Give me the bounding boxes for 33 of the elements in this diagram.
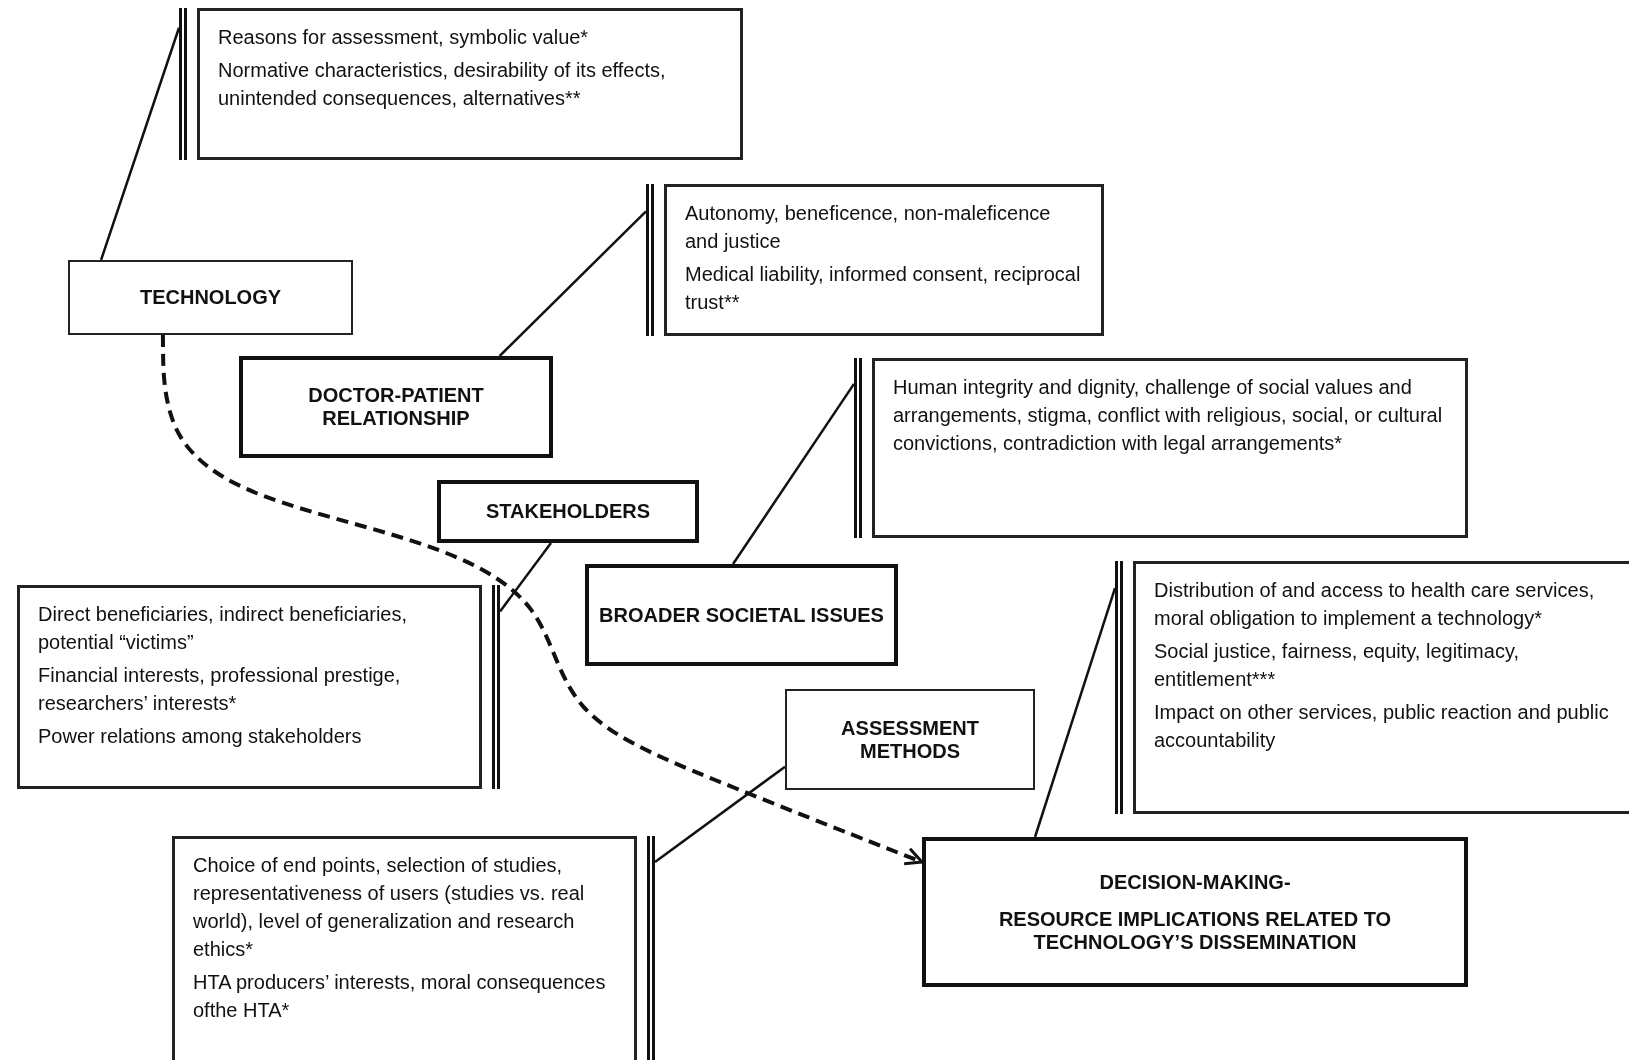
category-label: ASSESSMENT METHODS (840, 716, 980, 763)
category-box (785, 689, 1035, 790)
leader-line (99, 27, 181, 261)
category-label: TECHNOLOGY (139, 286, 282, 309)
leader-line (499, 542, 552, 613)
leader-line (732, 383, 856, 565)
note-text: Impact on other services, public reaction and public accountability (1154, 700, 1610, 753)
note-text: Direct beneficiaries, indirect beneficiaries, potential “victims” (38, 602, 409, 655)
note-text: Power relations among stakeholders (38, 724, 363, 749)
category-label: STAKEHOLDERS (485, 500, 651, 523)
note-text: Social justice, fairness, equity, legitimacy, entitlement*** (1154, 639, 1520, 692)
note-text: Reasons for assessment, symbolic value* (218, 25, 590, 50)
arrow (160, 335, 924, 866)
category-label: BROADER SOCIETAL ISSUES (599, 603, 884, 627)
note-text: Distribution of and access to health care services, moral obligation to implement a technology* (1154, 578, 1596, 631)
category-label: RESOURCE IMPLICATIONS RELATED TO TECHNOLOGY’S DISSEMINATION (997, 907, 1393, 954)
note-text: HTA producers’ interests, moral consequences ofthe HTA* (193, 970, 607, 1023)
category-label: DOCTOR-PATIENT RELATIONSHIP (307, 384, 485, 430)
category-box (437, 480, 699, 543)
note-text: Medical liability, informed consent, reciprocal trust** (685, 262, 1082, 315)
leader-line (654, 765, 786, 863)
note-text: Human integrity and dignity, challenge of social values and arrangements, stigma, conflict with religious, social, or cultural convictions, contradiction with legal arrangements* (893, 375, 1444, 456)
category-box (239, 356, 553, 458)
category-box (922, 837, 1468, 987)
note-text: Normative characteristics, desirability of its effects, unintended consequences, alternatives** (218, 58, 667, 111)
leader-line (498, 210, 647, 357)
note-text: Autonomy, beneficence, non-maleficence and justice (685, 201, 1052, 254)
category-box (585, 564, 898, 666)
category-label: DECISION-MAKING- (1099, 870, 1291, 894)
note-text: Financial interests, professional prestige, researchers’ interests* (38, 663, 402, 716)
leader-line (1033, 587, 1117, 838)
category-box (68, 260, 353, 335)
note-text: Choice of end points, selection of studies, representativeness of users (studies vs. real world), level of generalization and research ethics* (193, 853, 586, 962)
